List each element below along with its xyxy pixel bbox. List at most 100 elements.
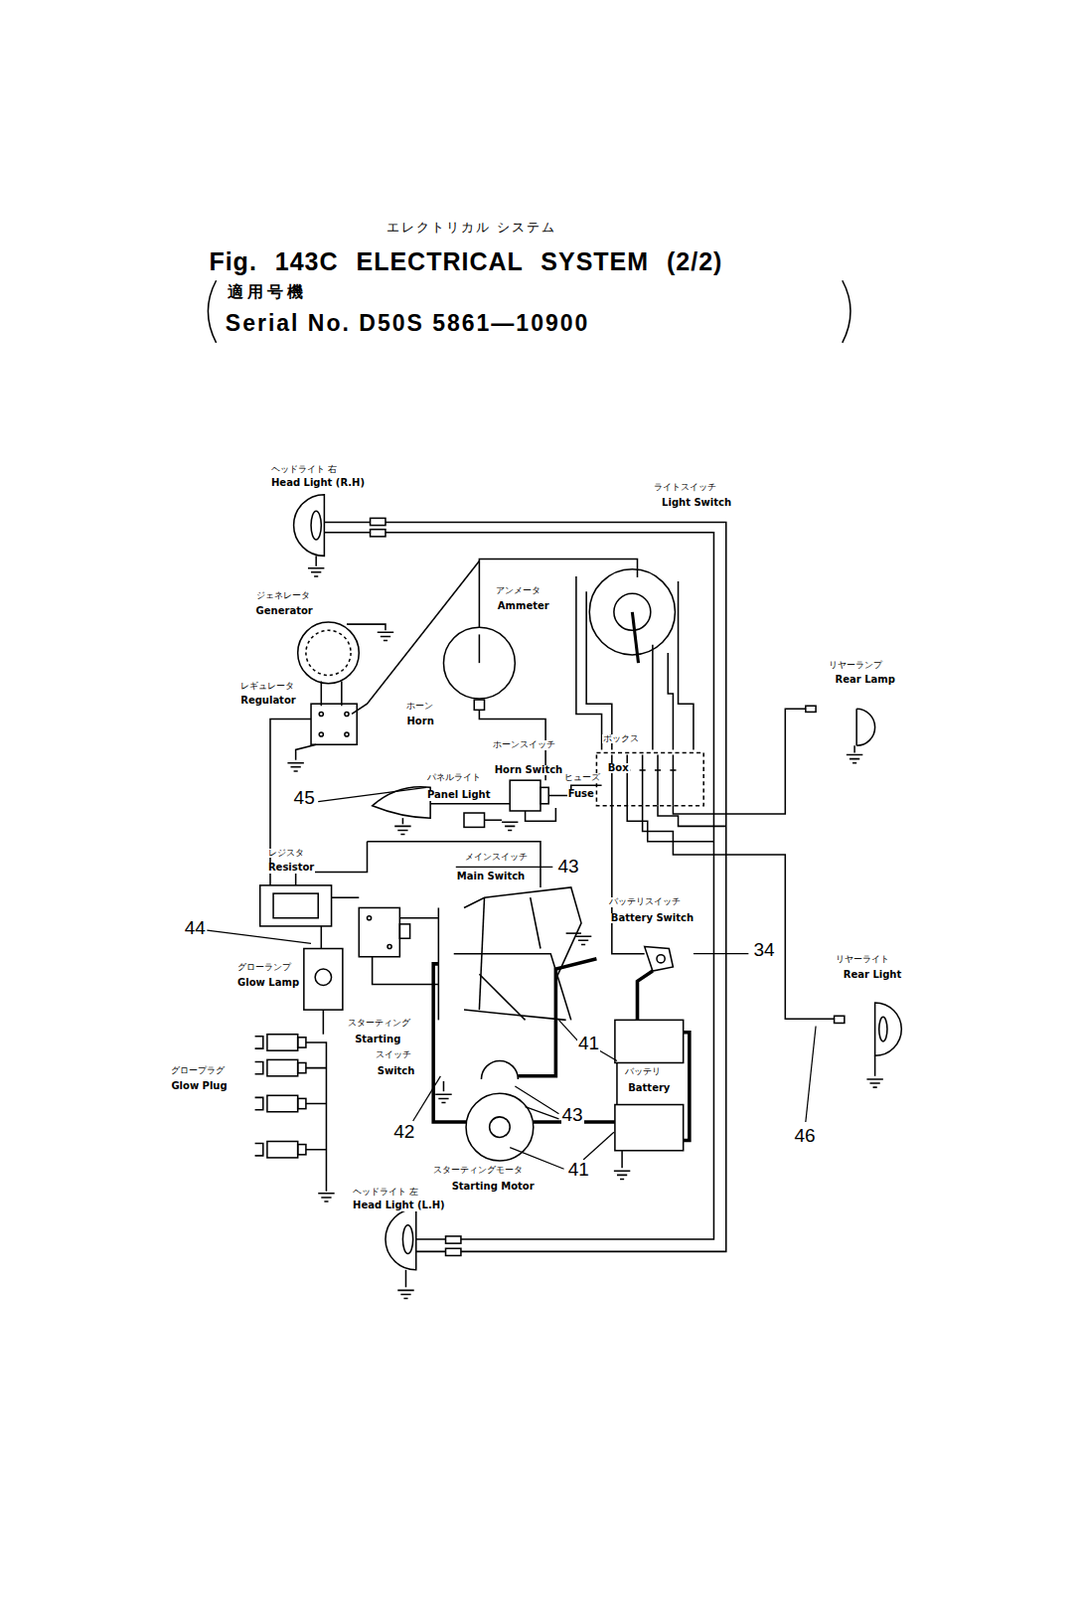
glow-plug-symbols-part — [298, 1062, 307, 1073]
callout-number: 42 — [392, 1121, 416, 1142]
head-light-rh-part — [308, 568, 324, 577]
part-name-japanese: パネルライト — [426, 773, 482, 782]
part-name: Horn Switch — [493, 765, 564, 776]
panel-light-symbol — [464, 812, 518, 830]
part-name: Rear Lamp — [834, 674, 897, 686]
light-switch-symbol-part — [631, 612, 638, 663]
part-name: Resistor — [267, 862, 315, 874]
starting-motor-symbol-part — [465, 1092, 534, 1161]
wires-part — [657, 805, 727, 827]
main-switch-symbol-part — [575, 935, 592, 944]
part-name-japanese: ヘッドライト 左 — [351, 1187, 420, 1197]
glow-plug-symbols-part — [255, 1143, 264, 1156]
wires-part — [372, 956, 440, 985]
starting-motor-symbol-part — [480, 1060, 518, 1079]
part-name: Horn — [405, 716, 435, 728]
part-name: Main Switch — [456, 871, 526, 883]
part-name: Starting Motor — [451, 1181, 536, 1193]
resistor-symbol — [260, 885, 332, 927]
part-name-japanese: グロープラグ — [169, 1066, 226, 1076]
glow-plug-symbols-part — [298, 1097, 307, 1108]
part-name-japanese: ヒューズ — [563, 773, 602, 782]
horn-symbol-part — [402, 817, 405, 824]
regulator-symbol-part — [287, 763, 304, 772]
ammeter-symbol — [443, 626, 515, 710]
light-switch-symbol — [576, 569, 694, 751]
horn-symbol-part — [394, 825, 411, 834]
generator-symbol-part — [346, 623, 386, 630]
ammeter-symbol-part — [443, 626, 515, 699]
glow-plug-symbols-part — [298, 1037, 307, 1048]
part-name-japanese: ホーン — [405, 701, 435, 711]
fuse-box-part — [596, 752, 704, 805]
part-name: Head Light (L.H) — [351, 1200, 447, 1212]
callout-number: 41 — [577, 1033, 601, 1054]
leader-lines-part — [456, 866, 554, 868]
wires-part — [612, 805, 645, 954]
part-name: Box — [607, 763, 630, 774]
battery-symbol-part — [616, 1062, 619, 1104]
heavy-cables-part — [517, 958, 597, 1077]
head-light-rh-part — [370, 529, 386, 537]
glow-plug-symbols — [255, 1034, 335, 1202]
part-name: Light Switch — [660, 497, 733, 509]
glow-plug-symbols-part — [255, 1036, 264, 1049]
part-name-japanese: リヤーランプ — [827, 660, 884, 670]
starting-switch-symbol — [358, 907, 410, 956]
ammeter-symbol-part — [478, 633, 481, 663]
light-switch-symbol-part — [651, 644, 654, 751]
glow-lamp-symbol — [304, 948, 343, 1011]
leader-lines-part — [413, 1076, 442, 1121]
leader-lines-part — [558, 1019, 580, 1043]
part-name-japanese: ジェネレータ — [255, 591, 311, 601]
main-switch-symbol-part — [530, 897, 541, 948]
main-switch-symbol — [366, 841, 592, 1021]
part-name-japanese: リヤーライト — [834, 954, 891, 964]
rear-lamp-symbol — [805, 705, 876, 763]
part-name: Panel Light — [426, 789, 491, 801]
part-name-japanese: バッテリ — [623, 1067, 662, 1077]
wires-part — [430, 802, 510, 805]
figure-title: Fig. 143C ELECTRICAL SYSTEM (2/2) — [208, 248, 723, 277]
generator-symbol — [298, 621, 394, 706]
part-name-japanese: バッテリスイッチ — [608, 897, 682, 907]
wires-part — [626, 805, 714, 842]
battery-symbol — [614, 1019, 684, 1179]
glow-plug-symbols-part — [267, 1034, 299, 1051]
head-light-rh-part — [294, 494, 325, 557]
rear-lamp-symbol-part — [853, 745, 856, 753]
head-light-lh — [385, 1208, 462, 1298]
glow-lamp-symbol-part — [314, 968, 331, 985]
head-light-lh-part — [402, 1225, 413, 1254]
part-name-japanese: スターティング — [346, 1018, 412, 1028]
glow-plug-symbols-part — [298, 1144, 307, 1155]
resistor-symbol-part — [260, 885, 332, 927]
panel-light-symbol-part — [484, 818, 502, 821]
heavy-cables — [433, 958, 690, 1141]
head-light-rh — [294, 494, 386, 577]
part-name: Ammeter — [496, 601, 551, 613]
glow-plug-symbols-part — [267, 1059, 299, 1076]
generator-symbol-part — [377, 631, 394, 640]
regulator-symbol-part — [318, 732, 323, 737]
panel-light-symbol-part — [464, 812, 485, 827]
head-light-rh-part — [370, 517, 386, 525]
main-switch-symbol-part — [566, 931, 582, 934]
head-light-lh-part — [446, 1236, 462, 1243]
fuse-box — [596, 752, 704, 805]
battery-symbol-part — [620, 1150, 623, 1168]
main-switch-symbol-part — [464, 1009, 567, 1020]
part-name-japanese: アンメータ — [494, 586, 542, 596]
rear-lamp-symbol-part — [855, 708, 858, 746]
serial-heading: 適用号機 — [226, 284, 309, 302]
title-bracket-part — [207, 280, 216, 343]
part-name: Starting — [353, 1034, 402, 1046]
heavy-cables-part — [636, 970, 652, 1020]
horn-switch-symbol-part — [509, 779, 541, 811]
main-switch-symbol-part — [478, 897, 484, 1010]
part-name: Fuse — [567, 788, 596, 800]
title-bracket-part — [842, 280, 851, 343]
rear-lamp-symbol-part — [846, 755, 863, 764]
callout-number: 43 — [556, 856, 580, 877]
part-name-japanese: レジスタ — [267, 848, 306, 858]
